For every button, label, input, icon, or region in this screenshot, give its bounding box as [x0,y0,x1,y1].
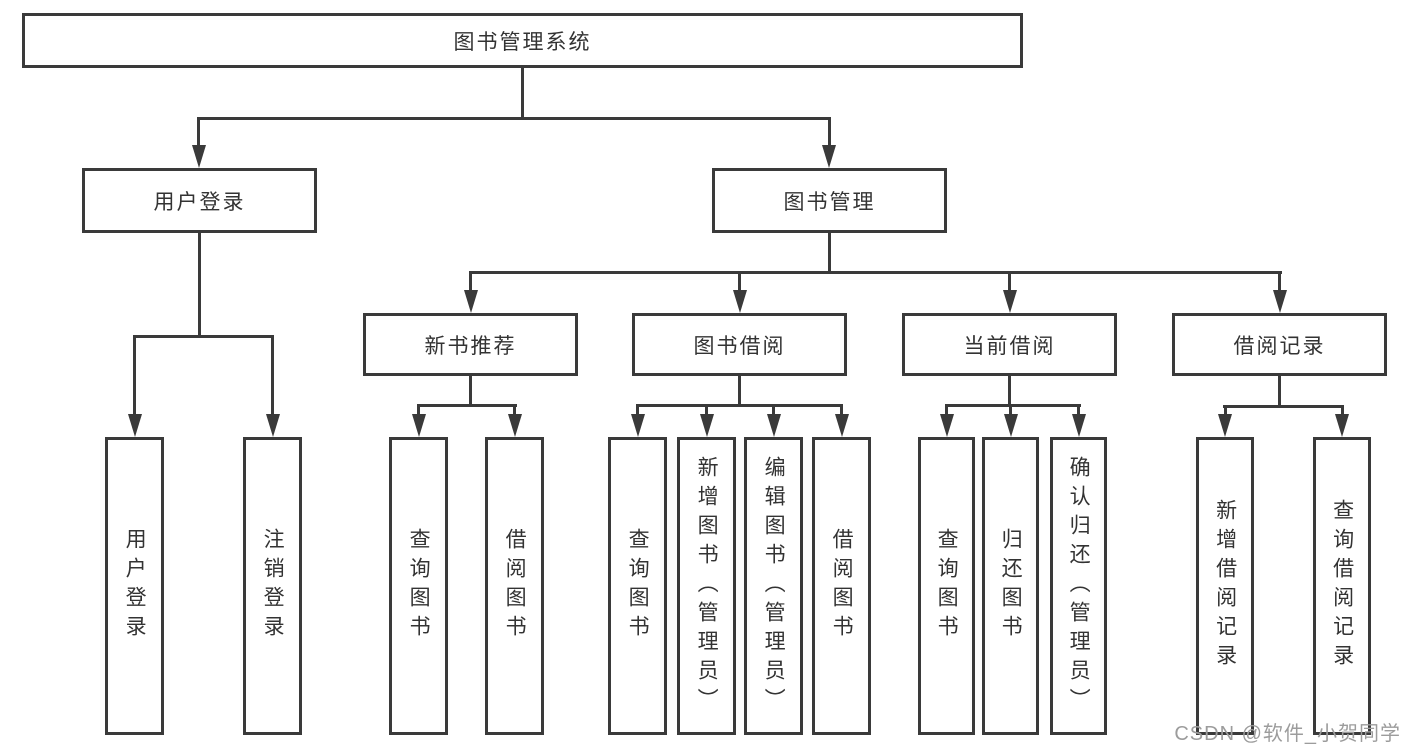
node-leaf-add-borrow-record: 新增借阅记录 [1196,437,1254,735]
node-label: 图书管理系统 [453,30,592,54]
node-leaf-borrow-books-2: 借阅图书 [812,437,871,735]
connector-line [738,374,741,407]
node-label: 用户登录 [123,528,147,644]
node-label: 查询借阅记录 [1330,499,1354,673]
connector-line [271,335,274,417]
connector-line [197,117,200,148]
arrow-down-icon [412,414,426,437]
node-leaf-confirm-return-admin: 确认归还（管理员） [1050,437,1107,735]
connector-line [1077,404,1080,417]
connector-line [705,404,708,417]
node-book-borrowing: 图书借阅 [632,313,847,376]
connector-line [1341,405,1344,417]
connector-line [772,404,775,417]
arrow-down-icon [1335,414,1349,437]
node-label: 当前借阅 [963,334,1056,358]
connector-line [828,231,831,274]
connector-line [469,271,1282,274]
node-label: 新增借阅记录 [1213,499,1237,673]
node-leaf-query-books-2: 查询图书 [608,437,667,735]
node-label: 归还图书 [999,528,1023,644]
connector-line [738,271,741,293]
node-leaf-query-books-3: 查询图书 [918,437,975,735]
node-book-management: 图书管理 [712,168,947,233]
node-label: 用户登录 [153,190,246,214]
node-label: 新书推荐 [424,334,517,358]
arrow-down-icon [1218,414,1232,437]
arrow-down-icon [767,414,781,437]
connector-line [198,231,201,338]
connector-line [133,335,136,417]
arrow-down-icon [822,145,836,168]
node-label: 查询图书 [407,528,431,644]
connector-line [1009,404,1012,417]
connector-line [636,404,843,407]
arrow-down-icon [508,414,522,437]
arrow-down-icon [1004,414,1018,437]
node-new-book-recommendation: 新书推荐 [363,313,578,376]
connector-line [945,404,1081,407]
arrow-down-icon [835,414,849,437]
node-label: 编辑图书（管理员） [762,455,786,717]
connector-line [840,404,843,417]
connector-line [521,66,524,119]
arrow-down-icon [266,414,280,437]
arrow-down-icon [128,414,142,437]
connector-line [197,117,831,120]
watermark: CSDN @软件_小贺同学 [1174,723,1401,745]
arrow-down-icon [1072,414,1086,437]
node-leaf-edit-book-admin: 编辑图书（管理员） [744,437,803,735]
arrow-down-icon [631,414,645,437]
node-leaf-borrow-books-1: 借阅图书 [485,437,544,735]
node-label: 借阅图书 [503,528,527,644]
node-label: 借阅记录 [1233,334,1326,358]
connector-line [469,374,472,407]
node-label: 查询图书 [935,528,959,644]
node-leaf-query-borrow-record: 查询借阅记录 [1313,437,1371,735]
node-label: 图书借阅 [693,334,786,358]
node-label: 查询图书 [626,528,650,644]
node-label: 图书管理 [783,190,876,214]
node-label: 注销登录 [261,528,285,644]
connector-line [133,335,274,338]
connector-line [1278,271,1281,293]
node-leaf-logout: 注销登录 [243,437,302,735]
connector-line [1223,405,1344,408]
connector-line [1008,271,1011,293]
connector-line [513,404,516,417]
arrow-down-icon [192,145,206,168]
node-label: 新增图书（管理员） [695,455,719,717]
arrow-down-icon [733,290,747,313]
connector-line [636,404,639,417]
node-borrowing-records: 借阅记录 [1172,313,1387,376]
node-label: 确认归还（管理员） [1067,455,1091,717]
connector-line [1008,373,1011,407]
node-leaf-query-books-1: 查询图书 [389,437,448,735]
arrow-down-icon [1273,290,1287,313]
connector-line [417,404,517,407]
node-leaf-return-book: 归还图书 [982,437,1039,735]
connector-line [828,117,831,148]
connector-line [1278,374,1281,408]
node-leaf-add-book-admin: 新增图书（管理员） [677,437,736,735]
connector-line [469,271,472,293]
node-user-login: 用户登录 [82,168,317,233]
arrow-down-icon [940,414,954,437]
arrow-down-icon [700,414,714,437]
node-current-borrowing: 当前借阅 [902,313,1117,376]
node-leaf-user-login: 用户登录 [105,437,164,735]
arrow-down-icon [464,290,478,313]
connector-line [417,404,420,417]
node-label: 借阅图书 [830,528,854,644]
connector-line [1224,405,1227,417]
node-library-management-system: 图书管理系统 [22,13,1023,68]
connector-line [945,404,948,417]
arrow-down-icon [1003,290,1017,313]
